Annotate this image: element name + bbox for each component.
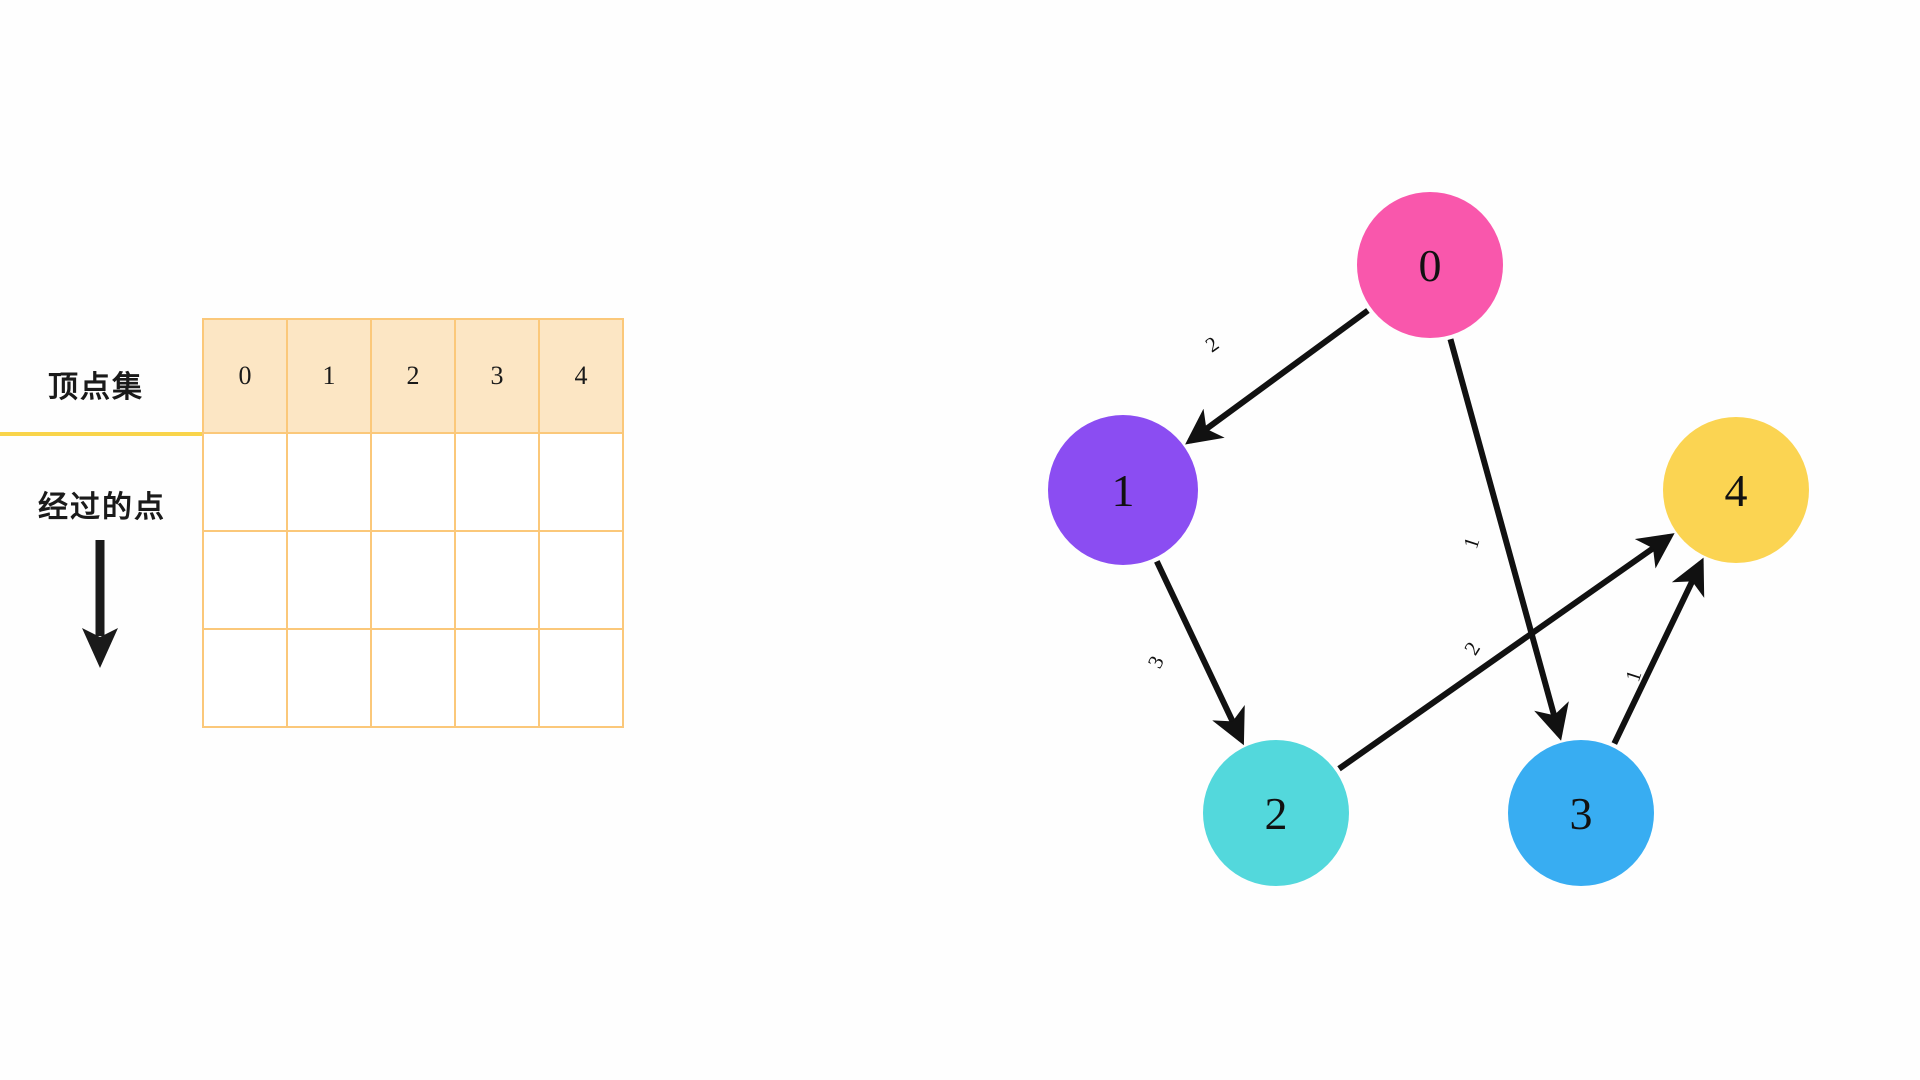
table-row (202, 530, 624, 630)
table-header-cell-2: 2 (370, 318, 456, 434)
edge-weight-label-3-4: 1 (1620, 667, 1646, 684)
table-cell[interactable] (286, 432, 372, 532)
graph-node-0[interactable]: 0 (1357, 192, 1503, 338)
table-cell[interactable] (454, 530, 540, 630)
graph-edge-1-2 (1154, 560, 1245, 746)
graph-panel: 2 3 1 2 1 0 1 2 3 4 (940, 0, 1920, 1080)
table-header-cell-3: 3 (454, 318, 540, 434)
graph-edge-0-1 (1185, 308, 1370, 445)
table-cell[interactable] (370, 530, 456, 630)
table-cell[interactable] (454, 628, 540, 728)
down-arrow-icon (70, 540, 130, 670)
table-cell[interactable] (370, 432, 456, 532)
table-cell[interactable] (286, 628, 372, 728)
graph-edge-2-4 (1337, 533, 1675, 772)
graph-edges-layer: 2 3 1 2 1 (1143, 308, 1705, 772)
graph-edge-3-4 (1611, 557, 1705, 745)
table-cell[interactable] (202, 628, 288, 728)
traversal-table: 0 1 2 3 4 (202, 318, 624, 728)
table-row (202, 432, 624, 532)
table-cell[interactable] (370, 628, 456, 728)
visited-points-label: 经过的点 (38, 490, 166, 525)
graph-node-label: 3 (1569, 787, 1593, 839)
edge-weight-label-1-2: 3 (1143, 652, 1169, 672)
edge-weight-label-0-1: 2 (1201, 331, 1223, 357)
table-row (202, 628, 624, 728)
graph-node-2[interactable]: 2 (1203, 740, 1349, 886)
table-header-row: 0 1 2 3 4 (202, 318, 624, 434)
table-panel: 顶点集 经过的点 0 1 2 3 4 (0, 0, 680, 1080)
graph-node-label: 2 (1264, 787, 1288, 839)
edge-weight-label-2-4: 2 (1459, 637, 1485, 659)
table-cell[interactable] (202, 432, 288, 532)
table-cell[interactable] (454, 432, 540, 532)
table-cell[interactable] (202, 530, 288, 630)
table-cell[interactable] (538, 432, 624, 532)
graph-node-1[interactable]: 1 (1048, 415, 1198, 565)
graph-node-4[interactable]: 4 (1663, 417, 1809, 563)
table-cell[interactable] (538, 628, 624, 728)
graph-node-label: 0 (1418, 239, 1442, 291)
header-separator-rule (0, 432, 208, 436)
graph-node-3[interactable]: 3 (1508, 740, 1654, 886)
table-cell[interactable] (538, 530, 624, 630)
table-cell[interactable] (286, 530, 372, 630)
graph-edge-0-3 (1447, 338, 1569, 741)
graph-node-label: 1 (1111, 464, 1135, 516)
table-header-cell-4: 4 (538, 318, 624, 434)
edge-weight-label-0-3: 1 (1458, 534, 1484, 551)
vertex-set-label: 顶点集 (48, 370, 144, 405)
table-header-cell-1: 1 (286, 318, 372, 434)
table-header-cell-0: 0 (202, 318, 288, 434)
graph-node-label: 4 (1724, 464, 1748, 516)
